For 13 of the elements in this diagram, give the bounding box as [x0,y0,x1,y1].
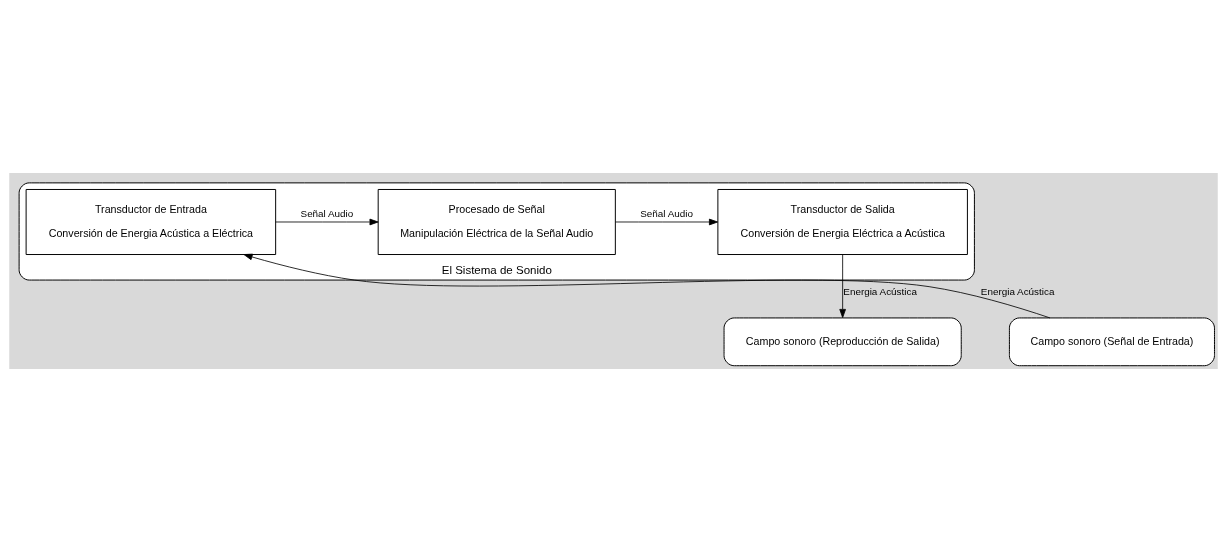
arrow [275,218,379,225]
node-box: Transductor de Entrada Conversión de Energia Acústica a Eléctrica [25,188,277,255]
node-box: Campo sonoro (Reproducción de Salida) [723,316,962,366]
node-box: Campo sonoro (Señal de Entrada) [1008,316,1215,366]
edge-label: Señal Audio [300,207,354,219]
node-box: Transductor de Salida Conversión de Energia Eléctrica a Acústica [717,188,968,255]
arrow [839,253,846,318]
edge-label: Energia Acústica [843,285,917,297]
edge-label: Energia Acústica [980,285,1055,297]
node-box: Procesado de Señal Manipulación Eléctrica de la Señal Audio [377,188,616,255]
arrow [243,253,1051,318]
edge-label: Señal Audio [640,207,693,219]
arrow [615,218,719,225]
